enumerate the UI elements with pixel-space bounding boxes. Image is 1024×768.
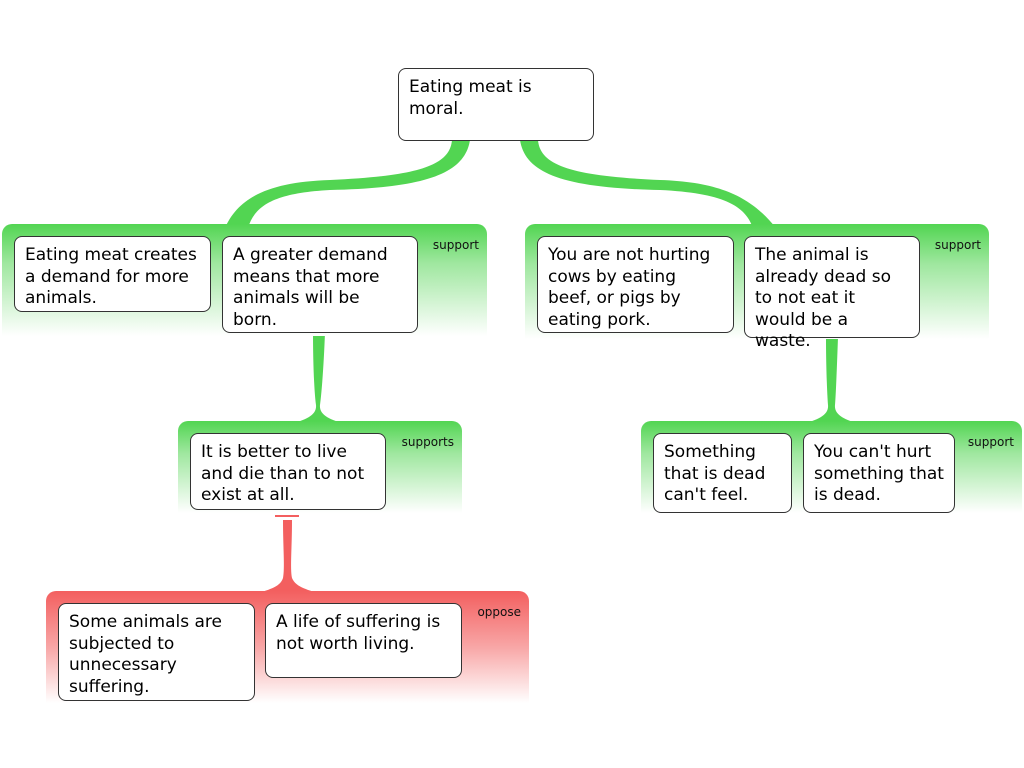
claim-cant-hurt-dead[interactable]: You can't hurt something that is dead. <box>803 433 955 513</box>
claim-already-dead[interactable]: The animal is already dead so to not eat… <box>744 236 920 351</box>
connector-waste-support <box>802 337 860 424</box>
root-claim[interactable]: Eating meat is moral. <box>398 68 594 141</box>
group-label: supports <box>401 435 454 449</box>
claim-life-of-suffering[interactable]: A life of suffering is not worth living. <box>265 603 462 678</box>
claim-better-to-live[interactable]: It is better to live and die than to not… <box>190 433 386 510</box>
group-label: oppose <box>477 605 521 619</box>
claim-unnecessary-suffering[interactable]: Some animals are subjected to unnecessar… <box>58 603 255 701</box>
group-label: support <box>432 238 479 252</box>
claim-dead-cant-feel[interactable]: Something that is dead can't feel. <box>653 433 792 513</box>
connector-demand-supports <box>290 332 346 424</box>
claim-eating-meat-demand[interactable]: Eating meat creates a demand for more an… <box>14 236 211 312</box>
connector-root-right <box>520 140 776 228</box>
connector-root-left <box>225 140 470 228</box>
oppose-marker <box>275 515 299 517</box>
claim-not-hurting-cows[interactable]: You are not hurting cows by eating beef,… <box>537 236 734 333</box>
connector-exist-oppose <box>256 520 320 594</box>
group-label: support <box>967 435 1014 449</box>
claim-greater-demand[interactable]: A greater demand means that more animals… <box>222 236 418 333</box>
group-label: support <box>934 238 981 252</box>
